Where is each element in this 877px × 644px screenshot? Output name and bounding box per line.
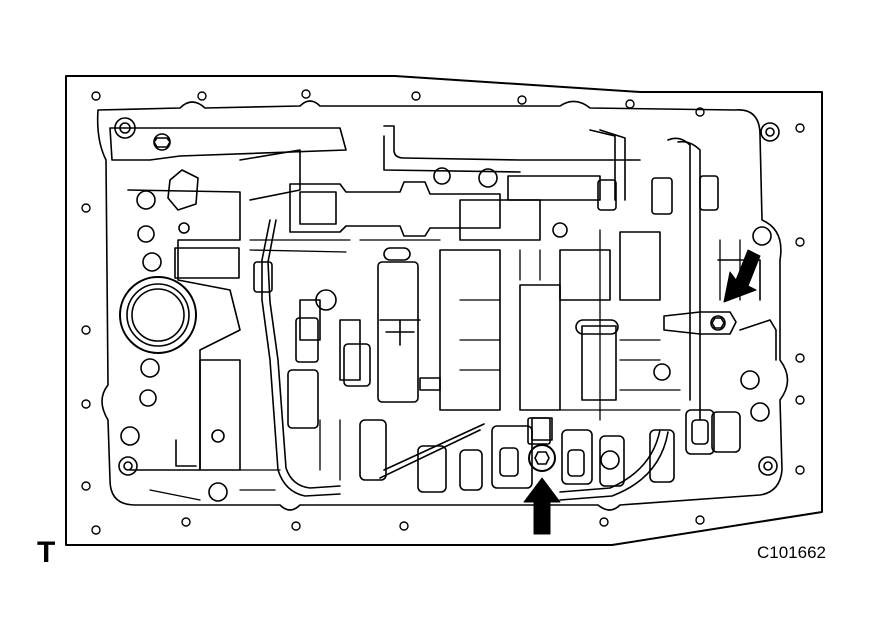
valve-body-outline <box>96 100 789 511</box>
spool-valves <box>289 175 661 411</box>
internal-details <box>149 229 741 501</box>
accumulator-piston <box>119 276 197 354</box>
target-bolt <box>528 417 556 472</box>
bolt-heads <box>114 117 780 502</box>
case-outline <box>65 75 823 546</box>
figure-code: C101662 <box>757 543 827 562</box>
left-plate <box>109 127 347 471</box>
diagonal-arrow-icon <box>723 249 761 303</box>
harness-bracket <box>663 259 777 361</box>
perimeter-bolt-holes <box>81 89 805 535</box>
solenoids <box>287 343 741 493</box>
oil-tubes <box>261 125 701 501</box>
connectors <box>253 175 719 445</box>
corner-label: T <box>37 536 56 569</box>
down-arrow-icon <box>523 477 561 535</box>
